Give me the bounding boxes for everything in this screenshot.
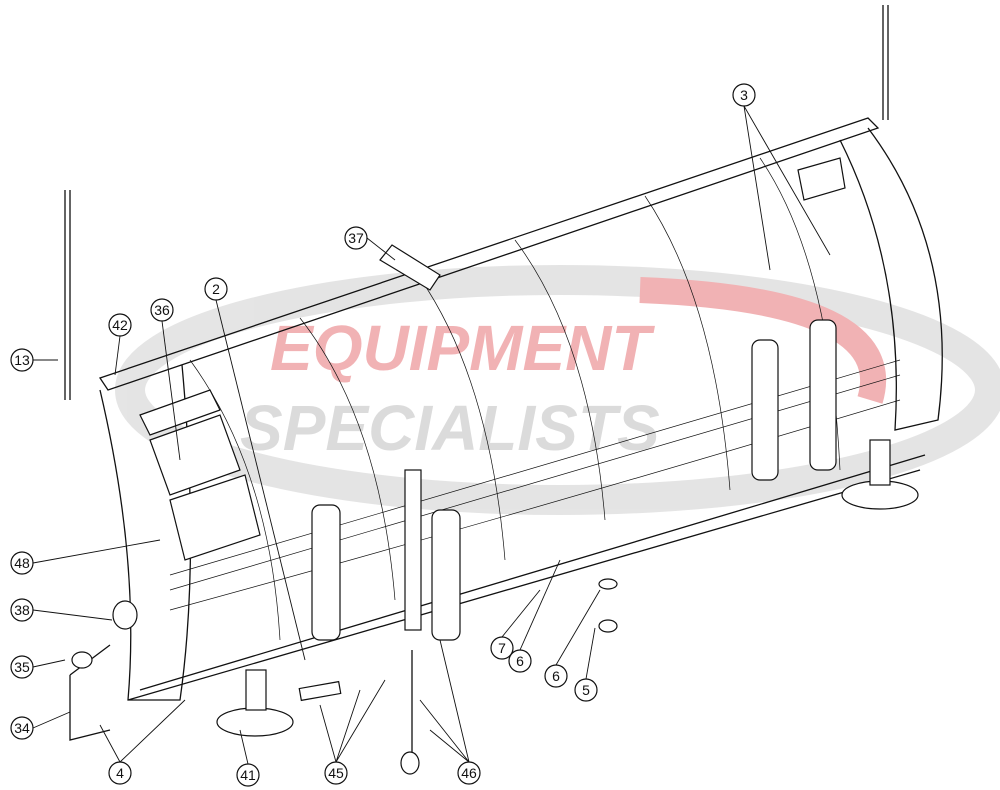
callout-35: 35 xyxy=(10,655,34,679)
callout-38: 38 xyxy=(10,598,34,622)
callout-4: 4 xyxy=(108,761,132,785)
callout-13: 13 xyxy=(10,348,34,372)
svg-text:4: 4 xyxy=(116,765,124,781)
svg-text:7: 7 xyxy=(498,640,506,656)
svg-text:46: 46 xyxy=(461,765,477,781)
callout-41: 41 xyxy=(236,763,260,787)
plow-blade xyxy=(64,5,943,775)
callout-46: 46 xyxy=(457,761,481,785)
watermark-line2: SPECIALISTS xyxy=(240,392,660,464)
svg-text:48: 48 xyxy=(14,555,30,571)
callout-6b: 6 xyxy=(544,664,568,688)
callout-3: 3 xyxy=(732,83,756,107)
svg-text:35: 35 xyxy=(14,659,30,675)
svg-text:6: 6 xyxy=(552,668,560,684)
svg-text:2: 2 xyxy=(212,281,220,297)
callout-6a: 6 xyxy=(508,649,532,673)
watermark-line1: EQUIPMENT xyxy=(270,312,655,384)
svg-text:37: 37 xyxy=(348,230,364,246)
svg-text:38: 38 xyxy=(14,602,30,618)
callout-5: 5 xyxy=(574,678,598,702)
callout-42: 42 xyxy=(108,313,132,337)
callout-36: 36 xyxy=(150,298,174,322)
svg-text:6: 6 xyxy=(516,653,524,669)
callouts: 3 37 2 36 42 13 48 38 35 34 4 41 45 46 7… xyxy=(10,83,756,787)
callout-7: 7 xyxy=(490,636,514,660)
springs xyxy=(311,319,837,641)
svg-text:3: 3 xyxy=(740,87,748,103)
svg-text:5: 5 xyxy=(582,682,590,698)
leader-lines xyxy=(32,105,831,765)
callout-2: 2 xyxy=(204,277,228,301)
svg-text:42: 42 xyxy=(112,317,128,333)
callout-34: 34 xyxy=(10,716,34,740)
svg-text:34: 34 xyxy=(14,720,30,736)
watermark-logo: EQUIPMENT SPECIALISTS xyxy=(115,265,1000,515)
callout-37: 37 xyxy=(344,226,368,250)
svg-text:45: 45 xyxy=(328,765,344,781)
callout-45: 45 xyxy=(324,761,348,785)
svg-text:36: 36 xyxy=(154,302,170,318)
svg-text:13: 13 xyxy=(14,352,30,368)
svg-text:41: 41 xyxy=(240,767,256,783)
callout-48: 48 xyxy=(10,551,34,575)
